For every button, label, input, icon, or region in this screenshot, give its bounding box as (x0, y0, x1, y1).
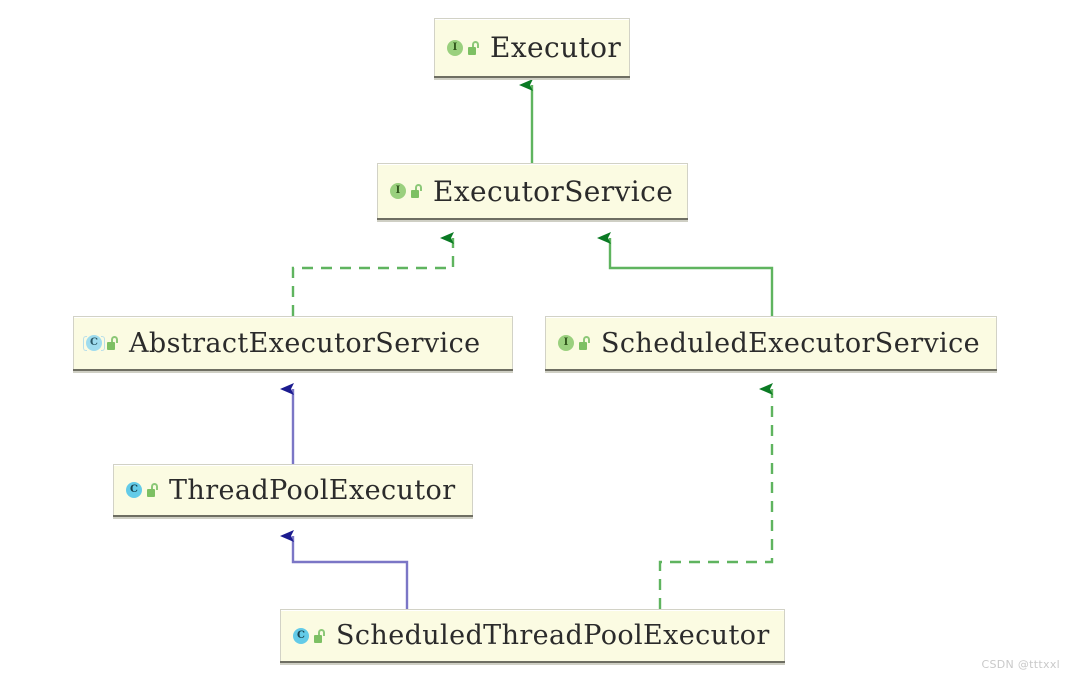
padlock-body-icon (107, 342, 115, 350)
interface-icon: I (556, 333, 576, 353)
edge-scheduledexecutorservice-extends-executorservice (597, 232, 774, 316)
type-letter: C (86, 335, 102, 351)
edge-abstractexecutorservice-implements-executorservice (291, 232, 455, 316)
uml-node-scheduled-thread-pool-executor[interactable]: C ScheduledThreadPoolExecutor (280, 609, 785, 665)
type-letter: C (293, 627, 309, 644)
padlock-body-icon (579, 342, 587, 350)
padlock-body-icon (147, 489, 155, 497)
uml-node-thread-pool-executor[interactable]: C ThreadPoolExecutor (113, 464, 473, 519)
open-padlock-icon (107, 335, 121, 351)
type-letter: I (390, 183, 406, 199)
uml-node-label: ExecutorService (433, 174, 674, 208)
type-letter: I (447, 39, 463, 56)
padlock-body-icon (468, 46, 476, 55)
open-padlock-icon (314, 628, 328, 644)
watermark-text: CSDN @tttxxl (981, 658, 1060, 671)
uml-node-label: AbstractExecutorService (129, 327, 481, 359)
uml-node-bottom-rule (377, 218, 688, 222)
interface-icon: I (388, 181, 408, 201)
type-letter: I (558, 335, 574, 351)
class-icon: C (124, 480, 144, 500)
uml-node-label: Executor (490, 31, 622, 64)
uml-node-executor-service[interactable]: I ExecutorService (377, 163, 688, 222)
uml-node-bottom-rule (73, 369, 513, 373)
uml-node-bottom-rule (434, 76, 630, 80)
uml-node-bottom-rule (280, 661, 785, 665)
uml-node-abstract-executor-service[interactable]: C AbstractExecutorService (73, 316, 513, 373)
uml-node-executor[interactable]: I Executor (434, 18, 630, 80)
open-padlock-icon (147, 482, 161, 498)
uml-node-label: ThreadPoolExecutor (169, 474, 456, 506)
open-padlock-icon (579, 335, 593, 351)
padlock-shackle-icon (318, 628, 325, 636)
uml-node-bottom-rule (545, 369, 997, 373)
open-padlock-icon (468, 40, 482, 56)
padlock-shackle-icon (111, 336, 118, 343)
padlock-shackle-icon (415, 184, 422, 191)
uml-node-bottom-rule (113, 515, 473, 519)
padlock-shackle-icon (583, 336, 590, 343)
padlock-shackle-icon (472, 40, 479, 48)
class-icon: C (291, 626, 311, 646)
uml-node-scheduled-executor-service[interactable]: I ScheduledExecutorService (545, 316, 997, 373)
edge-scheduledthreadpoolexecutor-extends-threadpoolexecutor (280, 530, 409, 609)
padlock-shackle-icon (151, 483, 158, 490)
type-letter: C (126, 482, 142, 498)
padlock-body-icon (411, 190, 419, 198)
padlock-body-icon (314, 634, 322, 643)
edge-scheduledthreadpoolexecutor-implements-scheduledexecutorservice (658, 383, 774, 609)
abstract-class-icon: C (83, 333, 105, 353)
uml-node-label: ScheduledThreadPoolExecutor (336, 620, 770, 651)
uml-node-label: ScheduledExecutorService (601, 327, 980, 359)
interface-icon: I (445, 38, 465, 58)
open-padlock-icon (411, 183, 425, 199)
